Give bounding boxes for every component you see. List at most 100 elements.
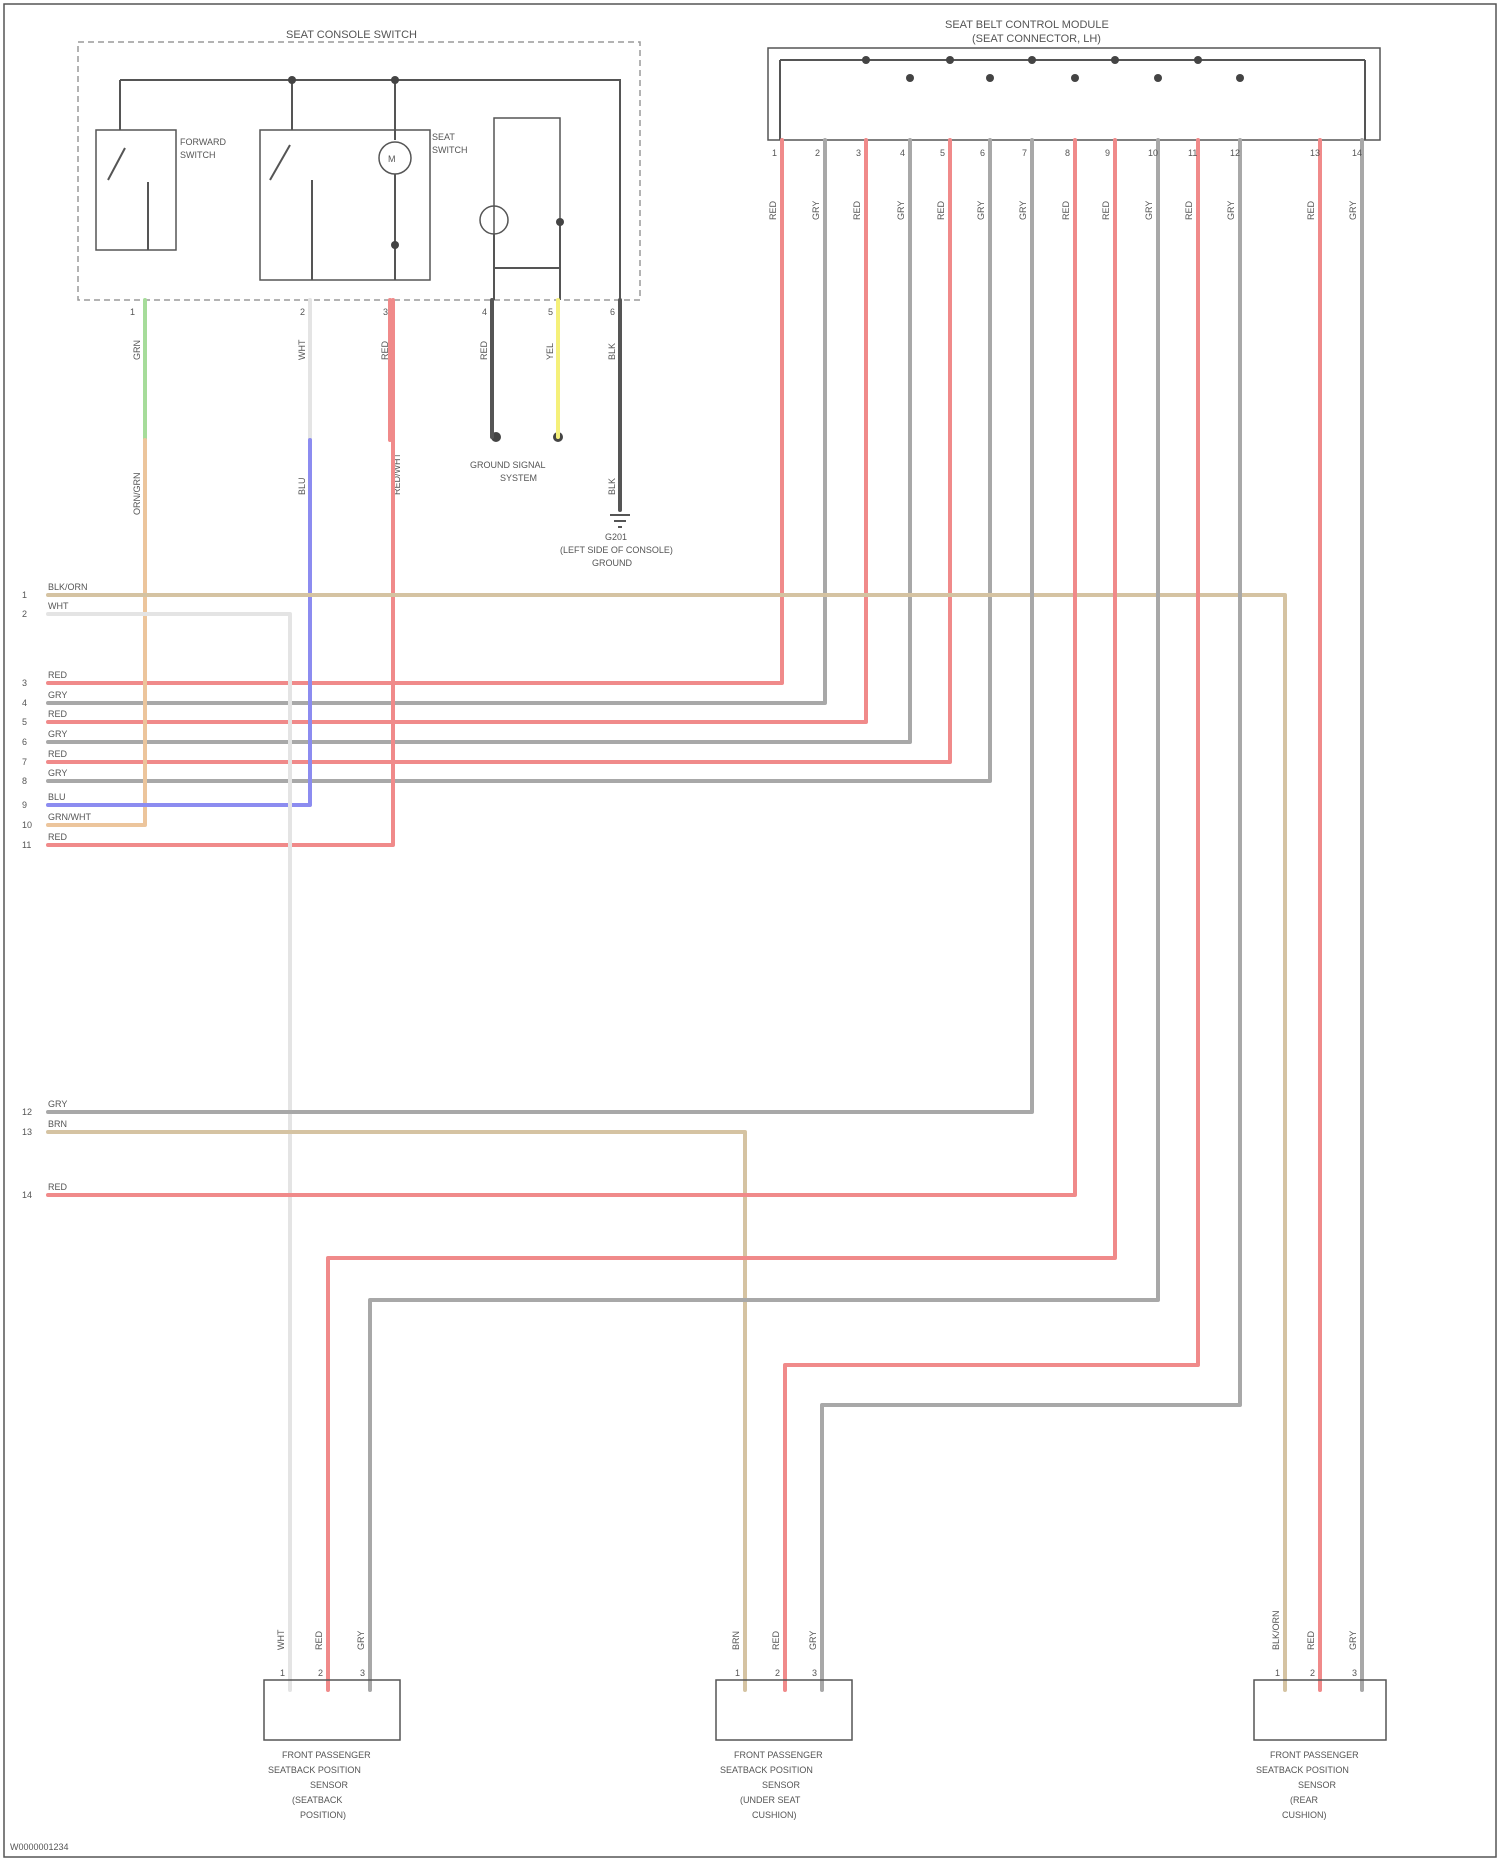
- junction-dot: [1154, 74, 1162, 82]
- top-pin-number: 13: [1310, 148, 1320, 158]
- top-pin-wire-label: GRY: [811, 201, 821, 220]
- sensor-pin-number: 2: [1310, 1668, 1315, 1678]
- sensor-pin-wire-label: RED: [771, 1630, 781, 1650]
- top-pin-wire-label: RED: [936, 200, 946, 220]
- top-pin-wire-label: RED: [768, 200, 778, 220]
- sensor-3-label-1: FRONT PASSENGER: [1270, 1750, 1359, 1760]
- left-pin-wire-label: GRY: [48, 729, 67, 739]
- seat-switch-indicator-mark: M: [388, 154, 396, 164]
- junction-dot: [1071, 74, 1079, 82]
- sensor-2-label-1: FRONT PASSENGER: [734, 1750, 823, 1760]
- left-pin-number: 5: [22, 717, 27, 727]
- sensor-pin-wire-label: GRY: [1348, 1631, 1358, 1650]
- sensor-3-label-3: SENSOR: [1298, 1780, 1337, 1790]
- sensor-pin-number: 3: [360, 1668, 365, 1678]
- ground-sublabel-2: GROUND: [592, 558, 632, 568]
- left-pin-wire-label: WHT: [48, 601, 69, 611]
- top-pin-number: 4: [900, 148, 905, 158]
- sensor-pin-number: 3: [1352, 1668, 1357, 1678]
- wire-red-pin5: [48, 140, 866, 722]
- wire-label: YEL: [545, 343, 555, 360]
- top-pin-row: 1RED2GRY3RED4GRY5RED6GRY7GRY8RED9RED10GR…: [768, 148, 1362, 220]
- left-pin-wire-label: RED: [48, 832, 68, 842]
- wire-gry-pin12: [48, 140, 1032, 1112]
- sensor-pin-number: 1: [1275, 1668, 1280, 1678]
- sensor-2: FRONT PASSENGER SEATBACK POSITION SENSOR…: [716, 1680, 852, 1820]
- wire-label: WHT: [297, 339, 307, 360]
- junction-dot: [391, 241, 399, 249]
- wire-label: BLK: [607, 478, 617, 495]
- switch-conn-pin: 4: [482, 307, 487, 317]
- sensor-pin-wire-label: WHT: [276, 1629, 286, 1650]
- sensor-pin-number: 1: [280, 1668, 285, 1678]
- sensor-1-label-2: SEATBACK POSITION: [268, 1765, 361, 1775]
- sensor-2-label-3: SENSOR: [762, 1780, 801, 1790]
- left-pin-wire-label: RED: [48, 749, 68, 759]
- left-pin-wire-label: GRN/WHT: [48, 812, 91, 822]
- ground-label: G201: [605, 532, 627, 542]
- left-pin-column: 1BLK/ORN2WHT3RED4GRY5RED6GRY7RED8GRY9BLU…: [22, 582, 91, 1200]
- motor-housing: [494, 118, 560, 268]
- left-pin-number: 14: [22, 1190, 32, 1200]
- sensor-pin-labels: 1WHT2RED3GRY1BRN2RED3GRY1BLK/ORN2RED3GRY: [276, 1610, 1358, 1678]
- top-pin-wire-label: GRY: [1144, 201, 1154, 220]
- switch-conn-pin: 6: [610, 307, 615, 317]
- top-pin-number: 11: [1188, 148, 1197, 158]
- top-pin-number: 7: [1022, 148, 1027, 158]
- sensor-2-label-5: CUSHION): [752, 1810, 797, 1820]
- left-pin-wire-label: BLK/ORN: [48, 582, 88, 592]
- top-pin-wire-label: RED: [1061, 200, 1071, 220]
- left-pin-wire-label: BRN: [48, 1119, 67, 1129]
- junction-dot: [946, 56, 954, 64]
- wire-group: [48, 56, 1362, 1690]
- forward-switch-box: [96, 130, 176, 250]
- control-module-subtitle: (SEAT CONNECTOR, LH): [972, 33, 1101, 45]
- left-pin-wire-label: BLU: [48, 792, 66, 802]
- sensor-1-connector: [264, 1680, 400, 1740]
- top-pin-wire-label: GRY: [1226, 201, 1236, 220]
- wire-brn-pin1: [48, 595, 1285, 1690]
- junction-dot: [1194, 56, 1202, 64]
- sensor-pin-number: 3: [812, 1668, 817, 1678]
- sensor-3: FRONT PASSENGER SEATBACK POSITION SENSOR…: [1254, 1680, 1386, 1820]
- seat-belt-control-module-box: [768, 48, 1380, 140]
- sensor-pin-wire-label: RED: [314, 1630, 324, 1650]
- control-module-bus: [780, 60, 1365, 140]
- top-pin-wire-label: GRY: [896, 201, 906, 220]
- left-pin-number: 11: [22, 840, 31, 850]
- top-pin-number: 3: [856, 148, 861, 158]
- sensor-3-label-5: CUSHION): [1282, 1810, 1327, 1820]
- top-pin-number: 12: [1230, 148, 1240, 158]
- sensor-pin-wire-label: GRY: [356, 1631, 366, 1650]
- left-pin-number: 3: [22, 678, 27, 688]
- seat-switch-label-2: SWITCH: [432, 145, 468, 155]
- sensor-1-label-1: FRONT PASSENGER: [282, 1750, 371, 1760]
- wire-wht-pin2: [48, 614, 290, 1690]
- ground-sublabel: (LEFT SIDE OF CONSOLE): [560, 545, 673, 555]
- junction-dot: [1111, 56, 1119, 64]
- junction-dot: [906, 74, 914, 82]
- left-pin-wire-label: RED: [48, 670, 68, 680]
- left-pin-number: 10: [22, 820, 32, 830]
- left-pin-number: 4: [22, 698, 27, 708]
- wire-label: BLK: [607, 343, 617, 360]
- junction-dot: [986, 74, 994, 82]
- left-pin-number: 7: [22, 757, 27, 767]
- seat-switch-contact: [270, 145, 290, 180]
- wire-brn-pin13: [48, 1132, 745, 1690]
- sensor-1-label-5: POSITION): [300, 1810, 346, 1820]
- sensor-pin-wire-label: GRY: [808, 1631, 818, 1650]
- left-pin-number: 9: [22, 800, 27, 810]
- sensor-2-label-4: (UNDER SEAT: [740, 1795, 801, 1805]
- top-pin-number: 10: [1148, 148, 1158, 158]
- seat-console-switch-title: SEAT CONSOLE SWITCH: [286, 29, 417, 41]
- top-pin-number: 9: [1105, 148, 1110, 158]
- top-pin-wire-label: RED: [1306, 200, 1316, 220]
- wire-label: BLU: [297, 477, 307, 495]
- top-pin-wire-label: GRY: [1348, 201, 1358, 220]
- top-pin-number: 14: [1352, 148, 1362, 158]
- page-border: [4, 4, 1496, 1857]
- left-pin-number: 12: [22, 1107, 32, 1117]
- diagram-code: W0000001234: [10, 1842, 69, 1852]
